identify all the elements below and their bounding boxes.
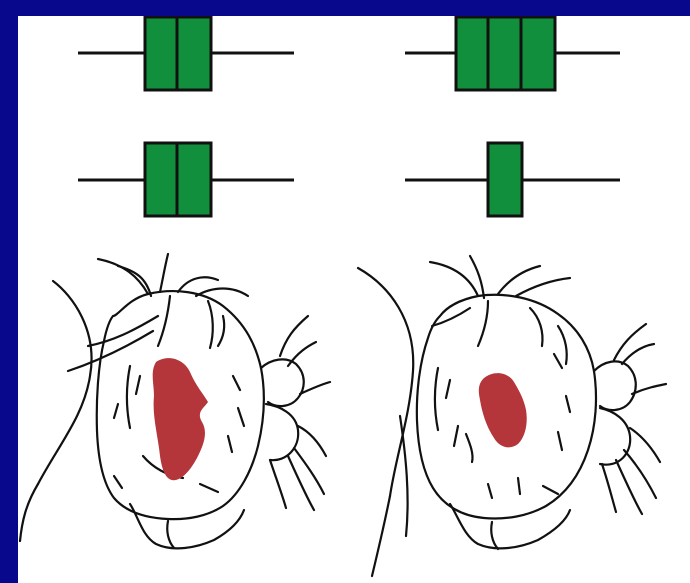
gene-model-middle-left bbox=[78, 141, 294, 218]
bristle bbox=[428, 260, 480, 298]
gene-model-top-left bbox=[78, 16, 294, 92]
hatch-stroke bbox=[541, 484, 560, 496]
bristle bbox=[216, 314, 226, 348]
hatch-stroke bbox=[444, 378, 452, 400]
hatch-stroke bbox=[198, 482, 220, 494]
bristle bbox=[620, 342, 656, 366]
side-arc-tail bbox=[18, 482, 40, 543]
head-outline bbox=[95, 290, 265, 521]
gene-segment bbox=[486, 16, 523, 92]
mouthparts-crease bbox=[490, 520, 500, 551]
hatch-stroke bbox=[556, 430, 564, 452]
mouthparts-outline bbox=[448, 502, 572, 550]
gene-segment bbox=[143, 16, 179, 92]
bristle bbox=[630, 382, 668, 396]
bristle bbox=[158, 252, 170, 294]
bristle bbox=[622, 448, 658, 500]
gene-model-top-right bbox=[405, 16, 620, 92]
eye-patch-small bbox=[478, 373, 527, 448]
bristle bbox=[194, 287, 250, 298]
bristle bbox=[476, 299, 490, 348]
eye-bulge-upper bbox=[592, 360, 637, 412]
side-arc-tail bbox=[370, 494, 392, 578]
mouthparts-outline bbox=[128, 502, 246, 550]
bristle bbox=[468, 254, 486, 300]
bristle bbox=[66, 329, 155, 373]
gene-model-middle-right bbox=[405, 141, 620, 218]
bristle bbox=[556, 324, 568, 366]
bristle bbox=[430, 306, 472, 328]
eye-bulge-lower bbox=[598, 406, 632, 466]
hatch-stroke bbox=[226, 434, 234, 454]
bristle bbox=[176, 276, 220, 294]
hatch-stroke bbox=[125, 364, 132, 430]
side-arc bbox=[356, 266, 415, 498]
side-arc-inner bbox=[398, 414, 409, 538]
bristle bbox=[292, 446, 326, 496]
hatch-stroke bbox=[112, 402, 120, 420]
gene-segment bbox=[454, 16, 490, 92]
hatch-stroke bbox=[236, 406, 246, 428]
bristle bbox=[86, 314, 160, 348]
bristle bbox=[296, 424, 328, 458]
bristle bbox=[116, 264, 153, 298]
hatch-stroke bbox=[486, 482, 494, 500]
bristle bbox=[206, 299, 214, 350]
gene-segment bbox=[175, 141, 213, 218]
bristle bbox=[528, 306, 544, 348]
bristle bbox=[628, 426, 662, 464]
hatch-stroke bbox=[231, 374, 242, 392]
hatch-stroke bbox=[112, 474, 124, 490]
hatch-stroke bbox=[516, 476, 522, 496]
diagram-panel bbox=[18, 16, 690, 583]
bristle bbox=[156, 294, 172, 348]
fly-head-right bbox=[356, 254, 668, 578]
eye-bulge-lower bbox=[264, 402, 300, 462]
bristle bbox=[496, 264, 542, 296]
bristle bbox=[600, 462, 618, 514]
bristle bbox=[286, 454, 316, 512]
bristle bbox=[612, 322, 648, 362]
head-outline bbox=[415, 293, 598, 520]
hatch-stroke bbox=[564, 394, 572, 414]
bristle bbox=[614, 458, 644, 516]
hatch-stroke bbox=[464, 432, 474, 464]
gene-segment bbox=[486, 141, 524, 218]
bristle bbox=[514, 276, 572, 298]
gene-segment bbox=[519, 16, 557, 92]
eye-bulge-upper bbox=[259, 358, 305, 408]
bristle bbox=[96, 257, 150, 296]
bristle bbox=[268, 458, 288, 510]
bristle bbox=[298, 380, 332, 396]
diagram-canvas bbox=[18, 16, 668, 578]
bristle bbox=[286, 340, 318, 368]
bristle bbox=[278, 314, 310, 358]
gene-segment bbox=[143, 141, 179, 218]
hatch-stroke bbox=[552, 352, 564, 370]
hatch-stroke bbox=[433, 366, 440, 432]
hatch-stroke bbox=[134, 374, 142, 396]
hatch-stroke bbox=[452, 424, 460, 448]
gene-segment bbox=[175, 16, 213, 92]
fly-head-left bbox=[18, 252, 332, 550]
mouthparts-crease bbox=[166, 519, 176, 550]
side-arc bbox=[36, 279, 93, 486]
eye-patch-large bbox=[152, 358, 208, 481]
